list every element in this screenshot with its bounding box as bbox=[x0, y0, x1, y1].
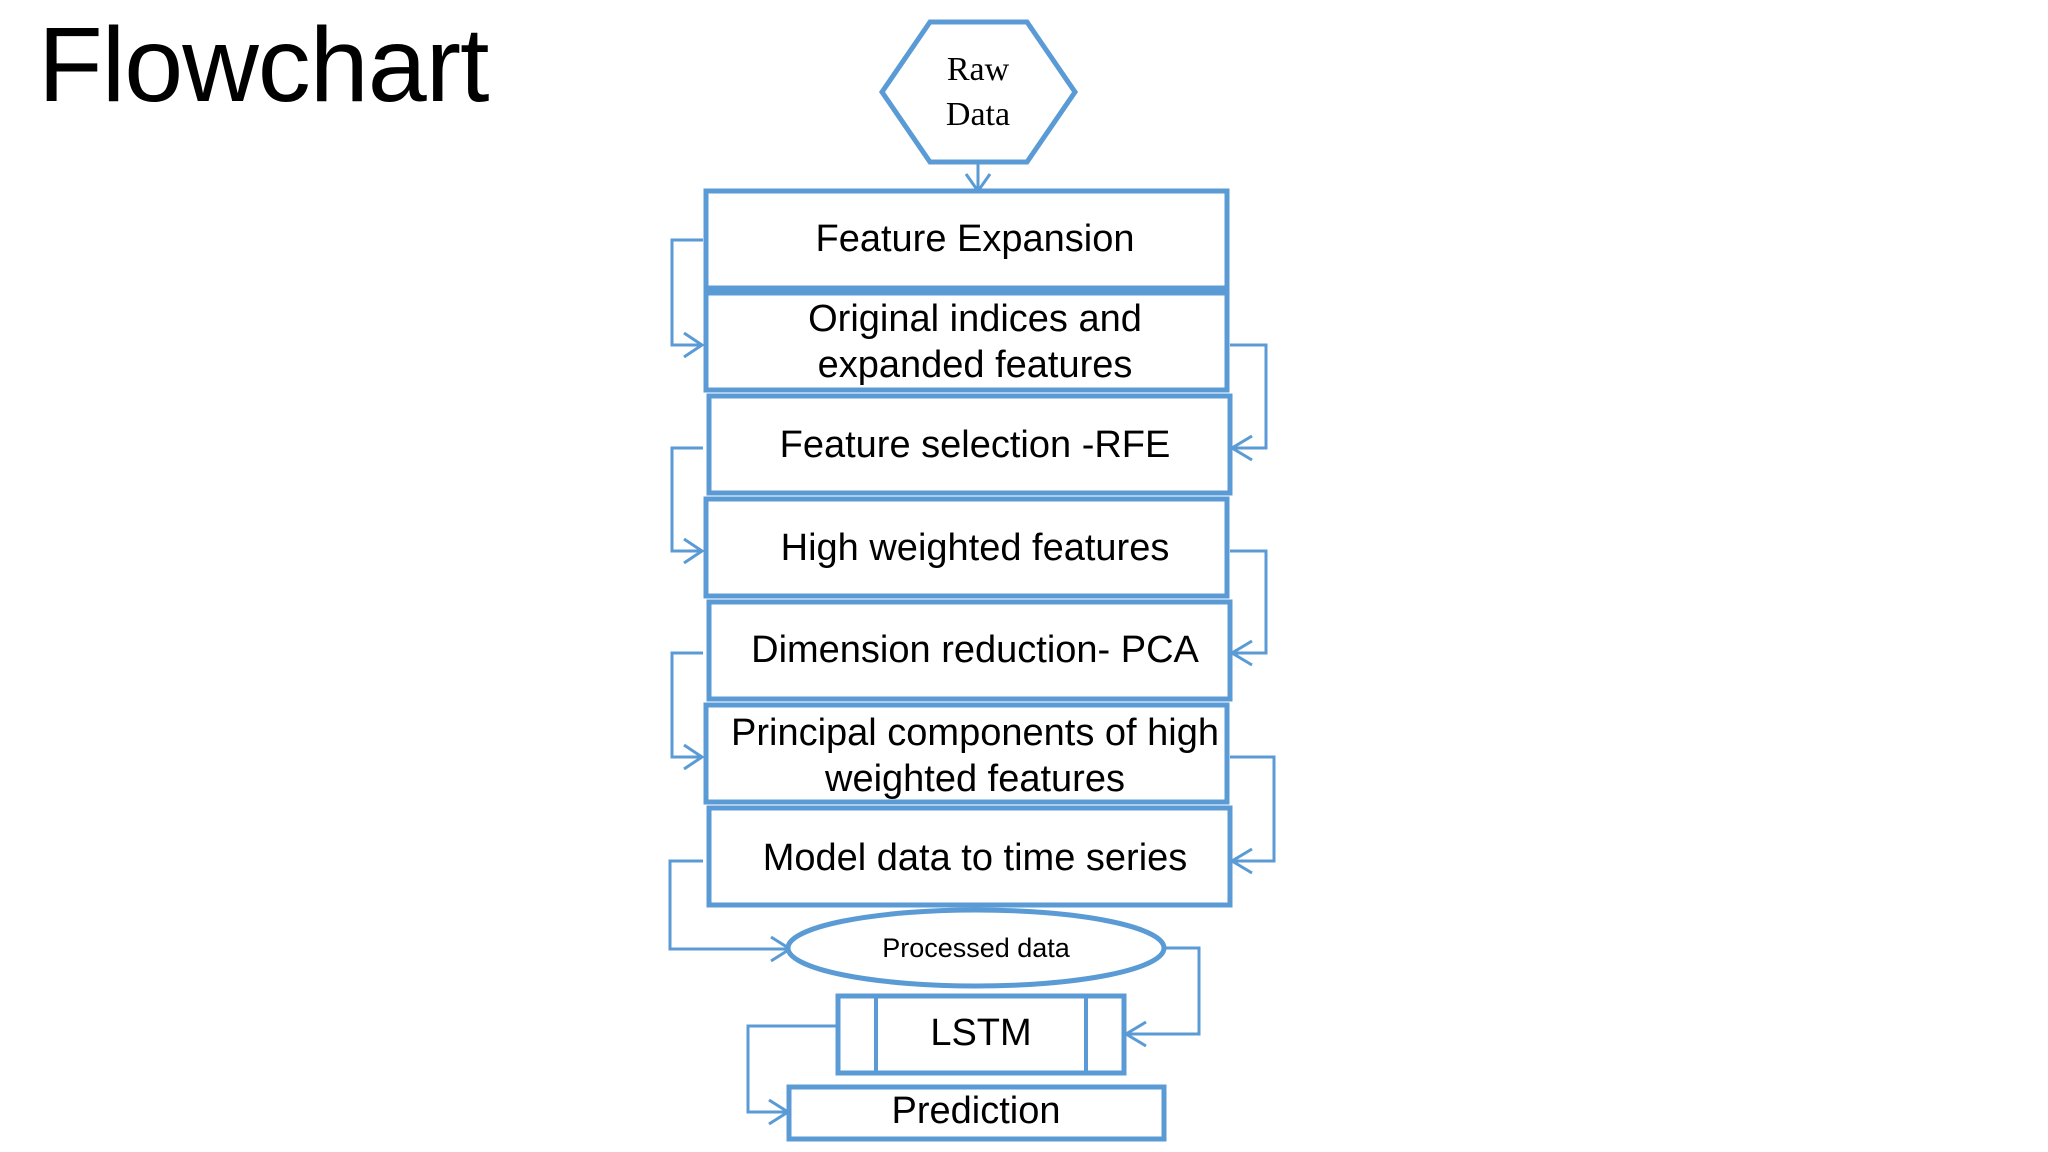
node-principal-components-label-line1: Principal components of high bbox=[731, 712, 1219, 754]
node-original-indices-label-line1: Original indices and bbox=[808, 298, 1142, 340]
node-model-time-series-label: Model data to time series bbox=[763, 837, 1188, 879]
node-lstm[interactable]: LSTM bbox=[835, 993, 1127, 1076]
node-processed-data-label: Processed data bbox=[882, 933, 1071, 963]
node-dimension-reduction-label: Dimension reduction- PCA bbox=[751, 629, 1199, 671]
node-raw-data-label-line2: Data bbox=[946, 96, 1010, 133]
node-lstm-label: LSTM bbox=[930, 1012, 1031, 1054]
node-model-time-series[interactable]: Model data to time series bbox=[706, 805, 1233, 908]
node-original-indices[interactable]: Original indices and expanded features bbox=[703, 290, 1230, 393]
node-prediction[interactable]: Prediction bbox=[786, 1084, 1167, 1142]
edge-dimension-reduction-to-principal-components bbox=[670, 651, 705, 771]
node-high-weighted[interactable]: High weighted features bbox=[703, 496, 1230, 599]
edge-feature-selection-to-high-weighted bbox=[670, 446, 705, 565]
node-principal-components[interactable]: Principal components of high weighted fe… bbox=[703, 702, 1230, 805]
node-feature-selection-label: Feature selection -RFE bbox=[780, 424, 1171, 466]
node-processed-data[interactable]: Processed data bbox=[785, 907, 1167, 989]
edge-feature-expansion-to-original-indices bbox=[670, 238, 705, 359]
node-dimension-reduction[interactable]: Dimension reduction- PCA bbox=[706, 599, 1233, 702]
node-feature-expansion-label: Feature Expansion bbox=[816, 218, 1135, 260]
node-feature-expansion[interactable]: Feature Expansion bbox=[703, 188, 1230, 291]
node-prediction-label: Prediction bbox=[892, 1090, 1061, 1132]
edge-original-indices-to-feature-selection bbox=[1229, 343, 1268, 462]
edge-raw-data-to-feature-expansion bbox=[964, 163, 992, 194]
node-principal-components-label-line2: weighted features bbox=[824, 758, 1125, 800]
node-original-indices-label-line2: expanded features bbox=[818, 344, 1133, 386]
edge-principal-components-to-model-time-series bbox=[1229, 755, 1276, 875]
node-high-weighted-label: High weighted features bbox=[781, 527, 1170, 569]
node-raw-data-label-line1: Raw bbox=[947, 51, 1010, 88]
node-feature-selection[interactable]: Feature selection -RFE bbox=[706, 393, 1233, 496]
node-raw-data[interactable]: Raw Data bbox=[878, 19, 1079, 165]
edge-high-weighted-to-dimension-reduction bbox=[1229, 549, 1268, 667]
page-title: Flowchart bbox=[38, 6, 489, 124]
